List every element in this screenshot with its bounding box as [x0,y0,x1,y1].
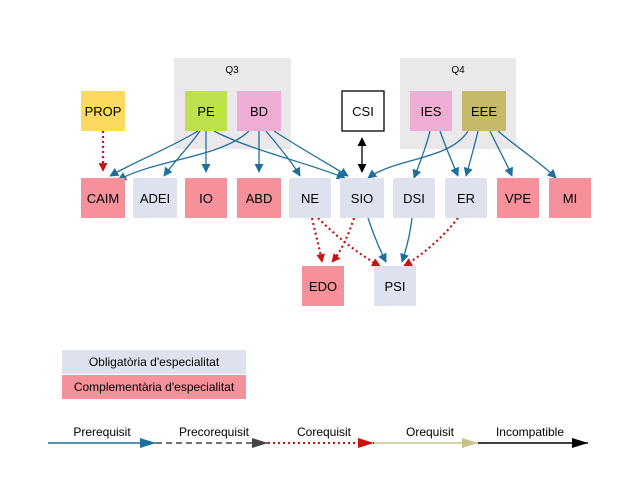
node-ies-label: IES [421,104,442,119]
node-edo-box [302,266,344,306]
legend-complementaria-swatch [62,375,246,399]
node-psi: PSI [374,266,416,306]
node-pe: PE [185,91,227,131]
node-sio: SIO [340,178,384,218]
node-eee-box [462,91,506,131]
edge-eee-mi [497,130,557,179]
legend-corequisit-label: Corequisit [297,425,352,439]
node-io: IO [185,178,227,218]
node-caim: CAIM [81,178,125,218]
node-vpe-label: VPE [505,191,531,206]
edge-bd-sio [273,130,349,177]
node-edo: EDO [302,266,344,306]
node-csi: CSI [341,90,385,132]
node-psi-label: PSI [385,279,406,294]
edge-dsi-psi [400,217,413,263]
legend-obligatoria-swatch [62,350,246,374]
node-adei: ADEI [133,178,177,218]
legend-incompatible-label: Incompatible [496,425,564,439]
edge-eee-sio [367,130,469,179]
node-bd-label: BD [250,104,268,119]
node-csi-label: CSI [352,104,374,119]
legend-prerequisit-arrowhead [140,438,156,448]
group-q4-label: Q4 [451,65,465,76]
node-vpe-box [497,178,539,218]
node-ies: IES [410,91,452,131]
edge-ne-psi [317,217,381,267]
node-dsi-label: DSI [403,191,425,206]
node-adei-label: ADEI [140,191,170,206]
node-adei-box [133,178,177,218]
legend-categories: Obligatòria d'especialitat Complementàri… [62,350,246,399]
legend-precorequisit-label: Precorequisit [179,425,250,439]
node-io-label: IO [199,191,213,206]
node-abd-label: ABD [246,191,273,206]
edge-sio-edo [331,217,356,263]
node-caim-label: CAIM [87,191,120,206]
legend-obligatoria-label: Obligatòria d'especialitat [89,355,220,369]
legend-precorequisit-arrowhead [252,438,268,448]
node-prop-label: PROP [85,104,122,119]
edge-eee-er [463,130,479,177]
node-mi: MI [549,178,591,218]
node-eee-label: EEE [471,104,497,119]
node-er-box [445,178,487,218]
nodes-layer: PROP PE BD CSI IES EEE CAIM ADEI IO ABD NE SIO DSI ER… [81,90,591,306]
node-ne: NE [289,178,331,218]
node-vpe: VPE [497,178,539,218]
node-caim-box [81,178,125,218]
node-dsi: DSI [393,178,435,218]
edge-bd-caim [117,130,250,181]
node-ies-box [410,91,452,131]
node-bd: BD [237,91,281,131]
edge-ies-er [439,130,459,177]
node-er: ER [445,178,487,218]
node-er-label: ER [457,191,475,206]
edge-ne-edo [310,217,326,263]
node-pe-label: PE [197,104,215,119]
node-io-box [185,178,227,218]
legend-complementaria-label: Complementària d'especialitat [74,380,235,394]
edges-layer [98,130,557,267]
node-dsi-box [393,178,435,218]
edge-sio-psi [367,217,387,263]
group-q3-label: Q3 [225,65,239,76]
node-eee: EEE [462,91,506,131]
node-prop: PROP [81,91,125,131]
node-bd-box [237,91,281,131]
node-psi-box [374,266,416,306]
edge-bd-ne [265,130,301,177]
legend-incompatible-arrowhead [572,438,588,448]
edge-pe-caim [109,130,199,177]
node-pe-box [185,91,227,131]
legend-orequisit-arrowhead [462,438,478,448]
node-abd-box [237,178,281,218]
edge-er-psi [403,217,459,267]
node-ne-box [289,178,331,218]
node-abd: ABD [237,178,281,218]
legend-prerequisit-label: Prerequisit [73,425,131,439]
edge-pe-sio [213,130,346,180]
node-ne-label: NE [301,191,319,206]
node-mi-label: MI [563,191,577,206]
node-sio-box [340,178,384,218]
node-prop-box [81,91,125,131]
node-csi-box [341,90,385,132]
node-edo-label: EDO [309,279,337,294]
edge-eee-vpe [489,130,513,177]
edge-ies-dsi [412,130,431,179]
legend-edge-types: Prerequisit Precorequisit Corequisit Ore… [48,425,588,448]
node-sio-label: SIO [351,191,373,206]
edge-pe-adei [163,130,201,177]
legend-corequisit-arrowhead [358,438,374,448]
legend-orequisit-label: Orequisit [406,425,455,439]
node-mi-box [549,178,591,218]
